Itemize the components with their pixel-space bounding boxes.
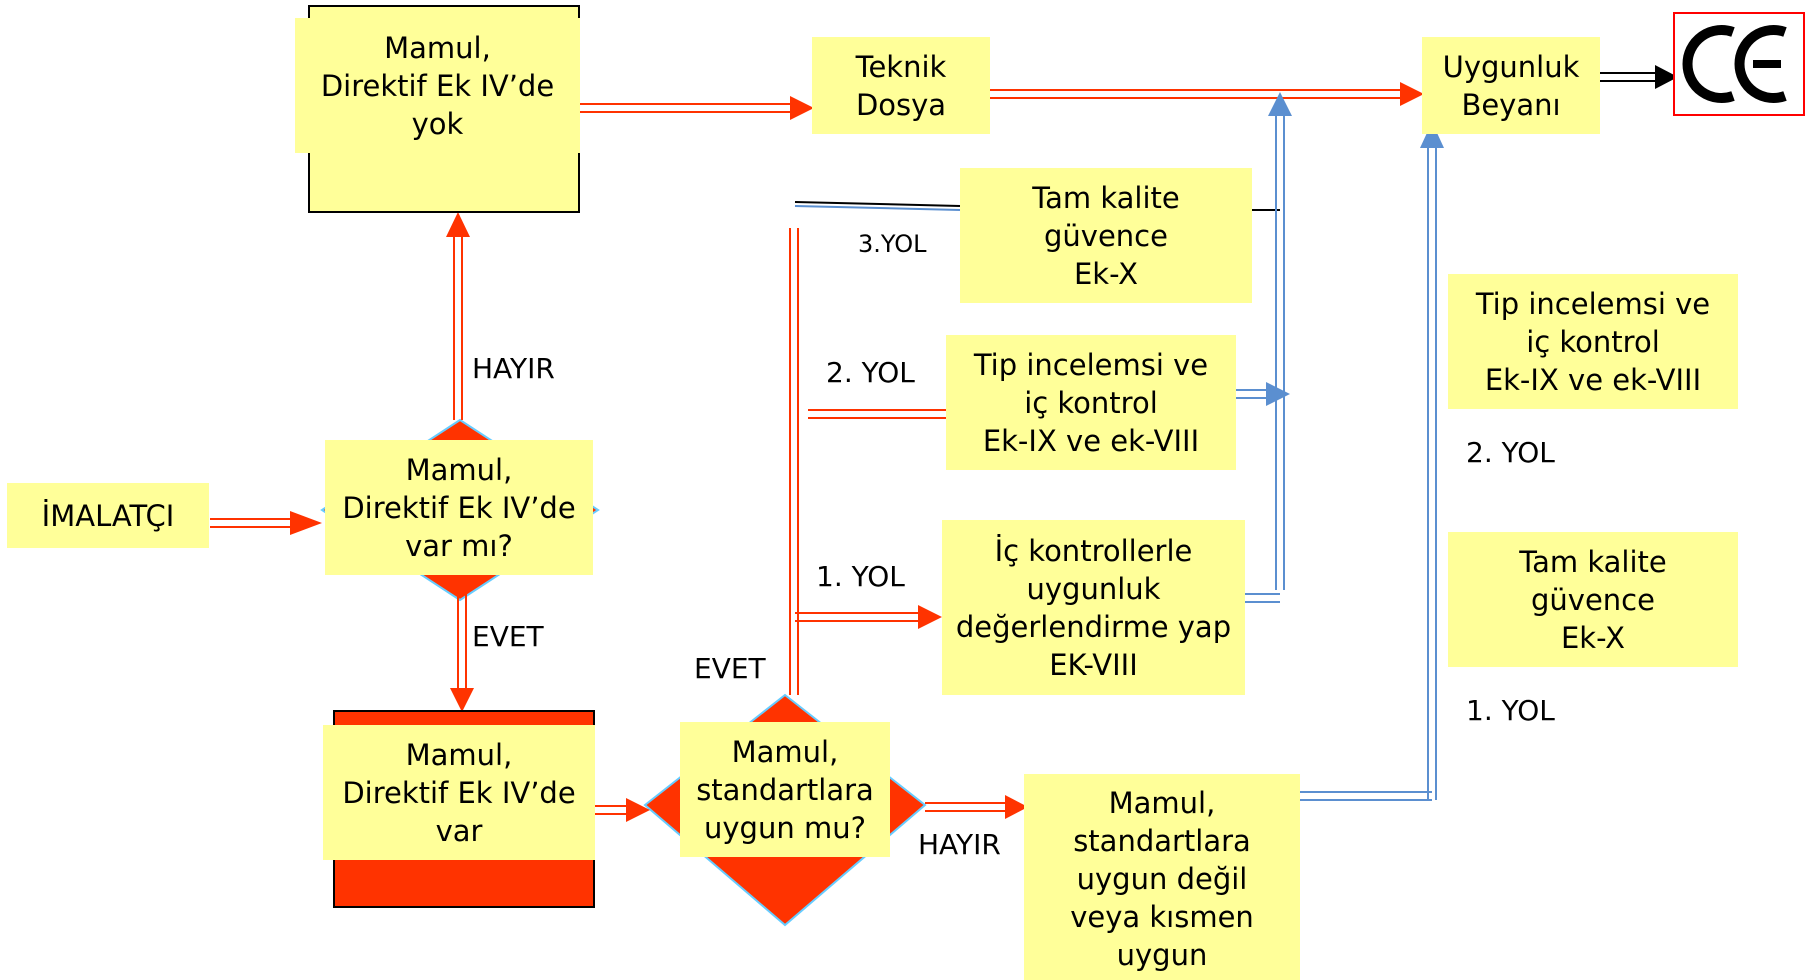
arrow-yok-to-teknik (580, 96, 814, 120)
label-yol1-right: 1. YOL (1466, 694, 1555, 727)
node-imalatci: İMALATÇI (7, 483, 209, 548)
label-hayir-bottom: HAYIR (918, 828, 1001, 861)
node-tip-inceleme-right: Tip incelemsi ve iç kontrol Ek-IX ve ek-… (1448, 274, 1738, 409)
node-ek4-var: Mamul, Direktif Ek IV’de var (323, 725, 595, 860)
node-decision-ek4: Mamul, Direktif Ek IV’de var mı? (325, 440, 593, 575)
label-evet-left: EVET (472, 620, 544, 653)
ce-mark-icon (1682, 25, 1787, 103)
arrow-evet-down (450, 585, 474, 712)
line-yol2 (808, 409, 946, 419)
label-evet-center: EVET (694, 652, 766, 685)
node-uygunluk-beyani: Uygunluk Beyanı (1422, 37, 1600, 134)
node-tam-kalite-right: Tam kalite güvence Ek-X (1448, 532, 1738, 667)
node-decision-standart: Mamul, standartlara uygun mu? (680, 722, 890, 857)
label-yol2-center: 2. YOL (826, 356, 915, 389)
label-yol1-center: 1. YOL (816, 560, 905, 593)
label-hayir-top: HAYIR (472, 352, 555, 385)
node-teknik-dosya: Teknik Dosya (812, 37, 990, 134)
node-ic-kontrol: İç kontrollerle uygunluk değerlendirme y… (942, 520, 1245, 695)
label-yol3: 3.YOL (858, 230, 927, 258)
arrow-beyan-to-ce (1600, 65, 1678, 89)
arrow-hayir-up (446, 212, 470, 420)
node-uygun-degil: Mamul, standartlara uygun değil veya kıs… (1024, 774, 1300, 980)
blue-collector-center (1225, 92, 1292, 603)
node-ek4-yok: Mamul, Direktif Ek IV’de yok (295, 18, 580, 153)
arrow-imalatci-to-decision (210, 511, 322, 535)
arrow-teknik-to-beyan (970, 82, 1424, 106)
blue-collector-right (1300, 122, 1444, 801)
label-yol2-right: 2. YOL (1466, 436, 1555, 469)
arrow-yol1 (795, 605, 942, 629)
node-tam-kalite-center: Tam kalite güvence Ek-X (960, 168, 1252, 303)
arrow-hayir-to-uygun-degil (925, 795, 1028, 819)
ce-mark-logo (1673, 12, 1805, 116)
arrow-var-to-standart (595, 798, 650, 822)
trunk-evet-paths (789, 228, 799, 695)
node-tip-inceleme-center: Tip incelemsi ve iç kontrol Ek-IX ve ek-… (946, 335, 1236, 470)
